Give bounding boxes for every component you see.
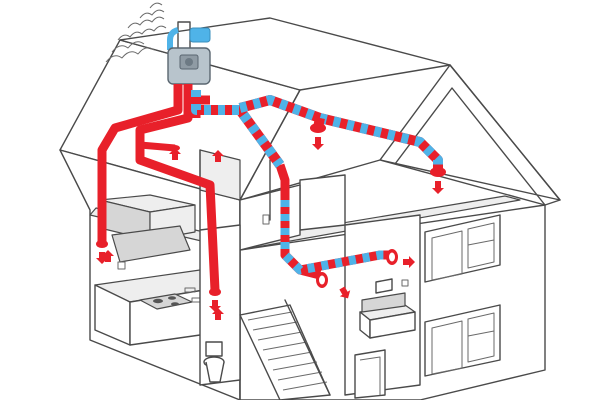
upper-partition bbox=[299, 174, 346, 231]
door bbox=[354, 349, 386, 399]
outlet-vent bbox=[189, 27, 211, 43]
ventilation-unit bbox=[167, 21, 211, 85]
vanity-counter bbox=[111, 225, 191, 263]
toilet bbox=[203, 341, 225, 383]
vent-icon bbox=[310, 123, 326, 133]
kitchen-tap bbox=[184, 287, 196, 293]
living-room bbox=[344, 214, 421, 399]
up-arrow-icon bbox=[212, 308, 224, 320]
up-arrow-icon bbox=[102, 250, 114, 262]
staircase bbox=[239, 299, 331, 400]
vent-icon bbox=[209, 288, 221, 296]
down-arrow-icon bbox=[312, 137, 324, 150]
vent-icon bbox=[430, 167, 446, 177]
wall-details bbox=[117, 214, 409, 287]
roof-tiles bbox=[105, 2, 167, 63]
vent-icon bbox=[96, 240, 108, 248]
right-arrow-icon bbox=[403, 256, 415, 268]
stair-rail bbox=[284, 299, 331, 396]
window-upper bbox=[424, 214, 501, 283]
intake-pipe bbox=[167, 27, 179, 50]
upper-bath bbox=[99, 194, 196, 263]
up-arrow-icon bbox=[212, 150, 224, 162]
windows bbox=[424, 214, 501, 377]
vent-terminals bbox=[96, 123, 446, 296]
supply-duct-upper-left bbox=[97, 84, 183, 242]
picture-frame bbox=[375, 278, 393, 294]
down-arrow-icon bbox=[432, 181, 444, 194]
down-arrow-icon bbox=[339, 286, 351, 299]
lower-bath bbox=[199, 224, 241, 386]
up-arrow-icon bbox=[169, 148, 181, 160]
airflow-arrows bbox=[96, 137, 444, 320]
window-lower bbox=[424, 304, 501, 377]
main-trunk-duct bbox=[191, 90, 443, 275]
sofa bbox=[359, 292, 416, 339]
